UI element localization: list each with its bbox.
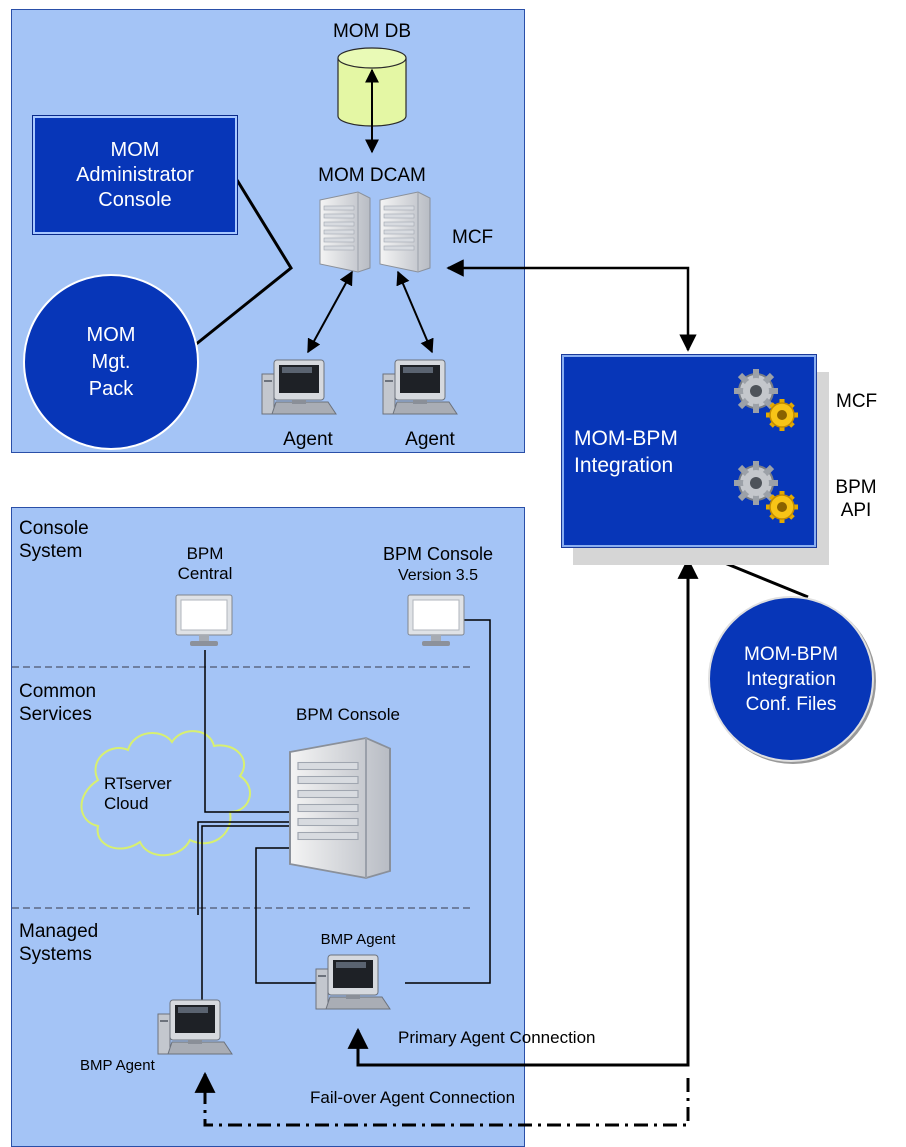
bpm-central-monitor-icon: [175, 594, 233, 647]
dcam-server-icon: [319, 191, 431, 273]
rtserver-cloud-label: RTserver Cloud: [104, 774, 172, 813]
bpm-central-label: BPM Central: [177, 544, 233, 583]
integration-title: MOM-BPM Integration: [574, 427, 678, 477]
primary-agent-connection-label: Primary Agent Connection: [398, 1028, 596, 1047]
section-common-services: Common Services: [19, 681, 97, 725]
bpm-api-label: BPM API: [835, 477, 877, 521]
section-managed-systems: Managed Systems: [19, 921, 99, 965]
rtserver-cloud-icon: [80, 730, 251, 857]
mom-administrator-console: MOM Administrator Console: [32, 115, 238, 235]
bpm-console-monitor-icon: [407, 594, 465, 647]
bpm-console-server-icon: [289, 737, 391, 879]
mom-mcf-label: MCF: [452, 227, 494, 248]
mom-dcam-label: MOM DCAM: [318, 165, 426, 186]
bpm-console-server-label: BPM Console: [296, 705, 400, 724]
dcam-agent2-link: [396, 270, 434, 354]
integration-box: MOM-BPM Integration: [561, 354, 817, 548]
mom-mgt-pack: MOM Mgt. Pack: [23, 274, 199, 450]
failover-agent-connection-line: [194, 1071, 690, 1127]
agent-label-1: Agent: [283, 429, 333, 450]
bmp-agent-label-right: BMP Agent: [320, 931, 396, 948]
bmp-agent-computer-icon-left: [157, 999, 233, 1055]
dcam-integration-link: [446, 259, 697, 352]
agent-computer-icon-1: [261, 359, 337, 415]
mom-db-label: MOM DB: [332, 21, 412, 42]
dcam-agent1-link: [307, 270, 353, 354]
failover-agent-connection-label: Fail-over Agent Connection: [310, 1088, 516, 1107]
mcf-gears-icon: [734, 369, 804, 435]
primary-agent-connection-line: [347, 557, 699, 1067]
section-console-system: Console System: [19, 518, 89, 562]
bmp-agent-label-left: BMP Agent: [80, 1057, 155, 1074]
agent-label-2: Agent: [405, 429, 455, 450]
agent-computer-icon-2: [382, 359, 458, 415]
console-pack-link: [194, 179, 293, 347]
integration-mcf-label: MCF: [836, 391, 878, 412]
bpm-api-gears-icon: [734, 461, 804, 527]
bmp-agent-computer-icon-right: [315, 954, 391, 1010]
integration-conf-files: MOM-BPM Integration Conf. Files: [708, 596, 874, 762]
bpm-console-version-label: BPM Console Version 3.5: [382, 544, 494, 584]
